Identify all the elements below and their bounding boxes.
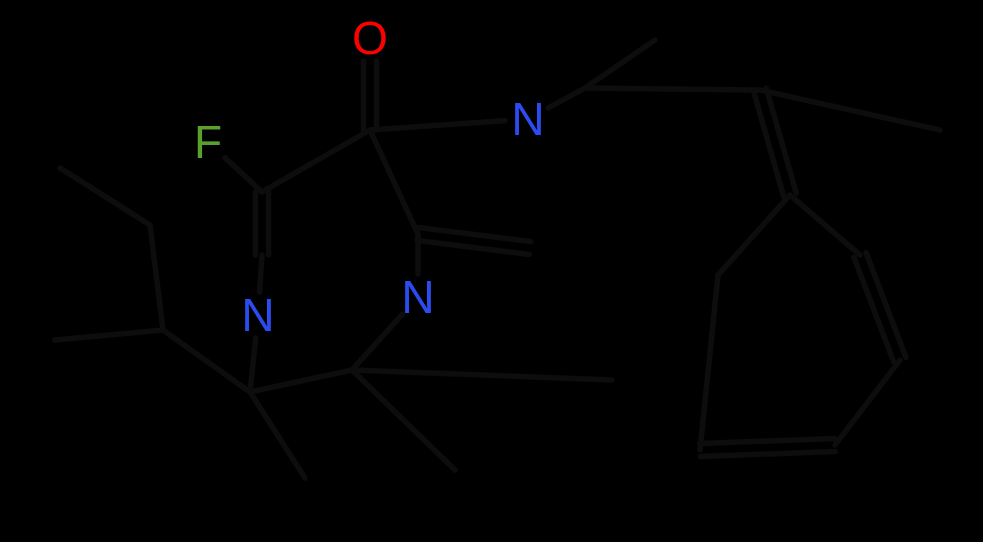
atom-label-n-n2: N <box>401 271 434 323</box>
atom-label-f-f1: F <box>194 116 222 168</box>
atom-label-n-n1: N <box>511 93 544 145</box>
bond-c3-n3 <box>256 252 265 295</box>
atom-label-n-n3: N <box>241 289 274 341</box>
bond-c9-c26 <box>349 367 458 473</box>
bond-c10-c25 <box>247 389 308 481</box>
bond-c9-c23 <box>349 367 615 383</box>
bond-c21-c22 <box>697 448 838 460</box>
bond-c1-c2 <box>259 127 373 195</box>
bond-c6-c16 <box>582 85 763 93</box>
bond-c16-c17 <box>751 89 787 200</box>
bond-c18-c17 <box>715 192 793 278</box>
bond-c1-n1 <box>367 117 508 133</box>
bond-c1-c4 <box>367 127 421 237</box>
bond-n3-c10 <box>247 335 259 395</box>
bond-c16-c24 <box>757 87 943 133</box>
bond-c4-c8 <box>416 224 534 245</box>
bond-c22-c18 <box>697 272 721 453</box>
bond-c16-c17 <box>763 85 799 196</box>
bond-c9-c10 <box>247 367 355 395</box>
bond-c17-c19 <box>787 192 863 258</box>
bond-c10-c11 <box>160 327 253 395</box>
bond-c6-c15 <box>582 37 658 91</box>
bond-n2-c9 <box>349 311 406 373</box>
bond-c11-c14 <box>52 327 166 343</box>
c-f-bond <box>222 154 265 195</box>
bond-c21-c22 <box>697 435 838 447</box>
bond-layer <box>52 37 943 481</box>
atom-label-layer: O F N N N <box>194 12 545 341</box>
bond-c12-c13 <box>57 165 153 228</box>
bond-c20-c21 <box>832 357 903 448</box>
bond-c19-c20 <box>851 254 897 366</box>
bond-n1-c6 <box>545 85 588 111</box>
bond-c4-c8 <box>414 237 532 258</box>
bond-c19-c20 <box>863 249 909 361</box>
atom-label-o-o1: O <box>352 12 388 64</box>
bond-c11-c12 <box>147 222 166 333</box>
